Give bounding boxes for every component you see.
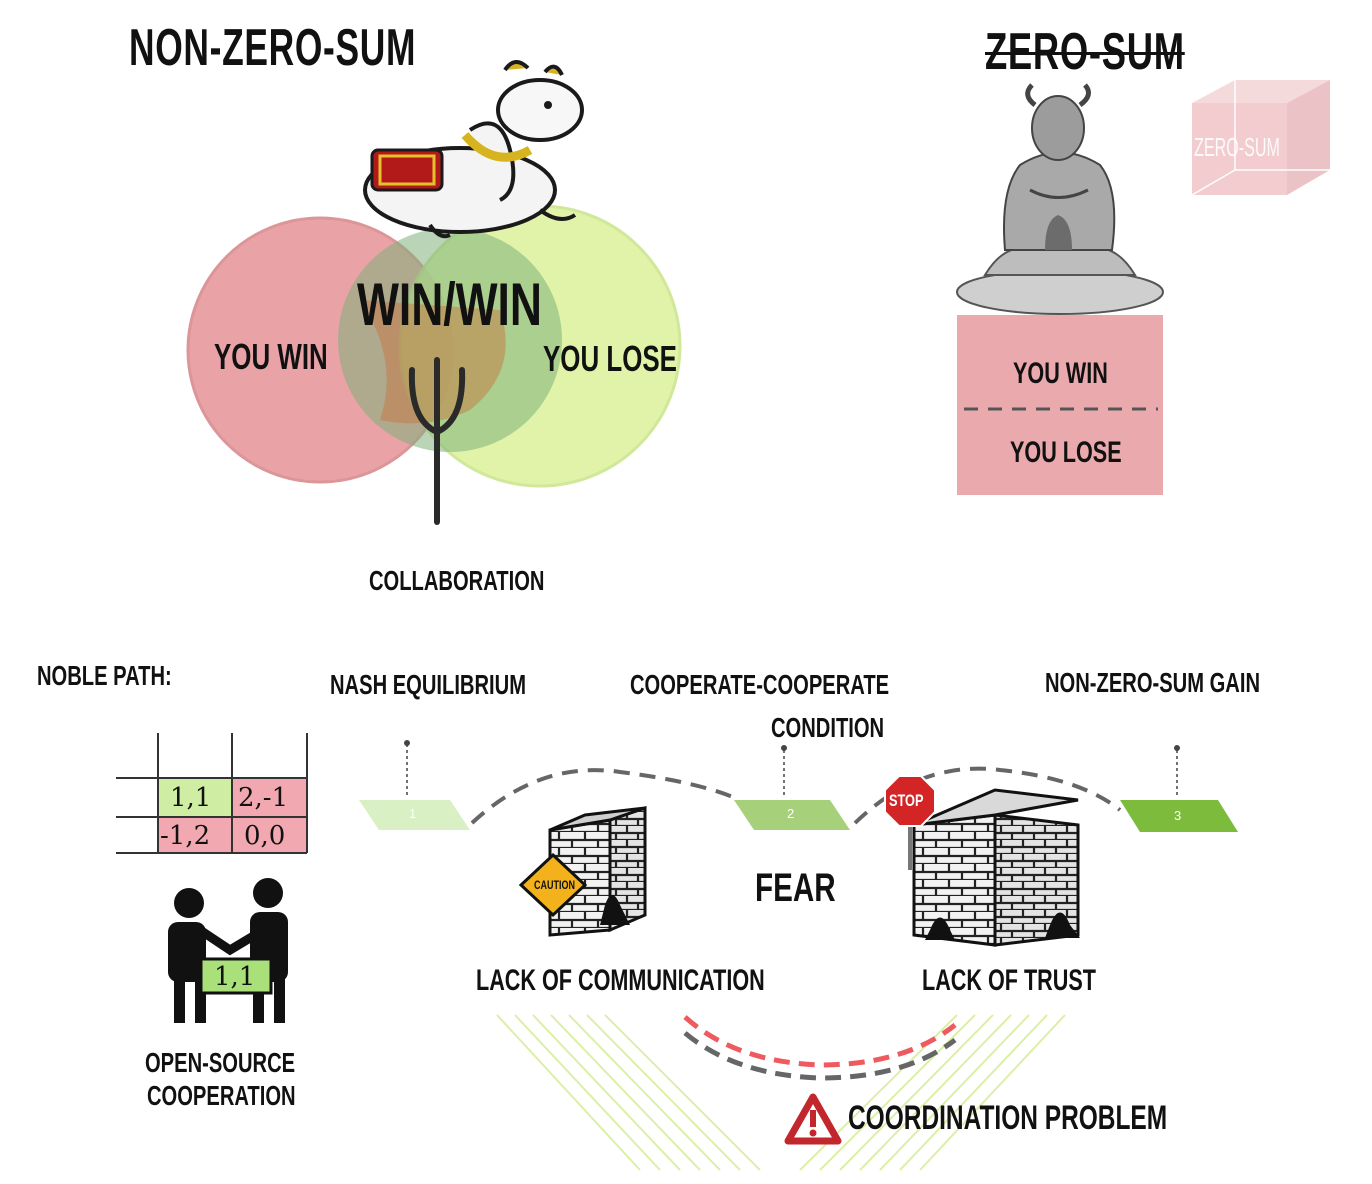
matrix-cell-1-2: 2,-1 xyxy=(238,783,289,813)
lack-of-trust-label: LACK OF TRUST xyxy=(922,964,1096,997)
warning-triangle-icon xyxy=(784,1093,842,1145)
zero-sum-cube-label: ZERO-SUM xyxy=(1194,132,1280,162)
handshake-people-icon xyxy=(168,878,288,1023)
matrix-cell-2-1: -1,2 xyxy=(160,821,211,851)
lack-of-communication-label: LACK OF COMMUNICATION xyxy=(476,964,765,997)
zero-sum-bottom-label: YOU LOSE xyxy=(1010,436,1122,469)
zero-sum-heading-text: ZERO-SUM xyxy=(985,23,1185,81)
brick-wall-2 xyxy=(912,788,1080,947)
step-3-number: 3 xyxy=(1174,808,1182,823)
zero-sum-heading: ZERO-SUM xyxy=(985,22,1270,82)
step-3-marker xyxy=(1120,745,1238,832)
coordination-curve-gray xyxy=(683,1031,957,1081)
zero-sum-box xyxy=(957,315,1163,495)
payoff-matrix xyxy=(116,733,308,854)
venn-left-label: YOU WIN xyxy=(214,336,328,377)
coordination-problem-label: COORDINATION PROBLEM xyxy=(848,1099,1168,1137)
stop-sign-icon xyxy=(884,775,936,870)
open-source-caption-line1: OPEN-SOURCE xyxy=(145,1047,296,1078)
step-2-title-line2: CONDITION xyxy=(771,712,885,743)
caution-sign-icon xyxy=(518,852,588,918)
win-win-label: WIN/WIN xyxy=(357,271,542,338)
caution-sign-label: CAUTION xyxy=(534,878,576,892)
step-1-title: NASH EQUILIBRIUM xyxy=(330,669,527,700)
trident-icon xyxy=(408,357,466,525)
step-2-number: 2 xyxy=(787,806,795,821)
step-1-marker xyxy=(359,740,470,830)
minotaur-statue xyxy=(956,83,1164,315)
matrix-cell-2-2: 0,0 xyxy=(244,821,286,851)
venn-diagram xyxy=(186,60,682,525)
zero-sum-top-label: YOU WIN xyxy=(1013,357,1108,390)
collaboration-caption: COLLABORATION xyxy=(369,565,545,596)
guide-lines xyxy=(496,1014,1066,1171)
step-2-title-line1: COOPERATE-COOPERATE xyxy=(630,669,890,700)
step-2-marker xyxy=(734,745,850,830)
noble-path-label: NOBLE PATH: xyxy=(37,660,172,691)
non-zero-sum-heading: NON-ZERO-SUM xyxy=(129,19,417,77)
stop-sign-label: STOP xyxy=(889,791,924,810)
venn-right-label: YOU LOSE xyxy=(543,338,677,379)
path-curve xyxy=(470,766,1122,825)
globe-overlap xyxy=(338,228,562,452)
fear-label: FEAR xyxy=(755,866,836,910)
zero-sum-cube xyxy=(1191,80,1330,196)
handshake-badge: 1,1 xyxy=(214,962,256,992)
matrix-cell-1-1: 1,1 xyxy=(170,783,212,813)
brick-wall-1 xyxy=(548,805,647,937)
step-3-title: NON-ZERO-SUM GAIN xyxy=(1045,667,1261,698)
cow-illustration xyxy=(363,60,584,239)
step-1-number: 1 xyxy=(409,806,417,821)
open-source-caption-line2: COOPERATION xyxy=(147,1080,296,1111)
